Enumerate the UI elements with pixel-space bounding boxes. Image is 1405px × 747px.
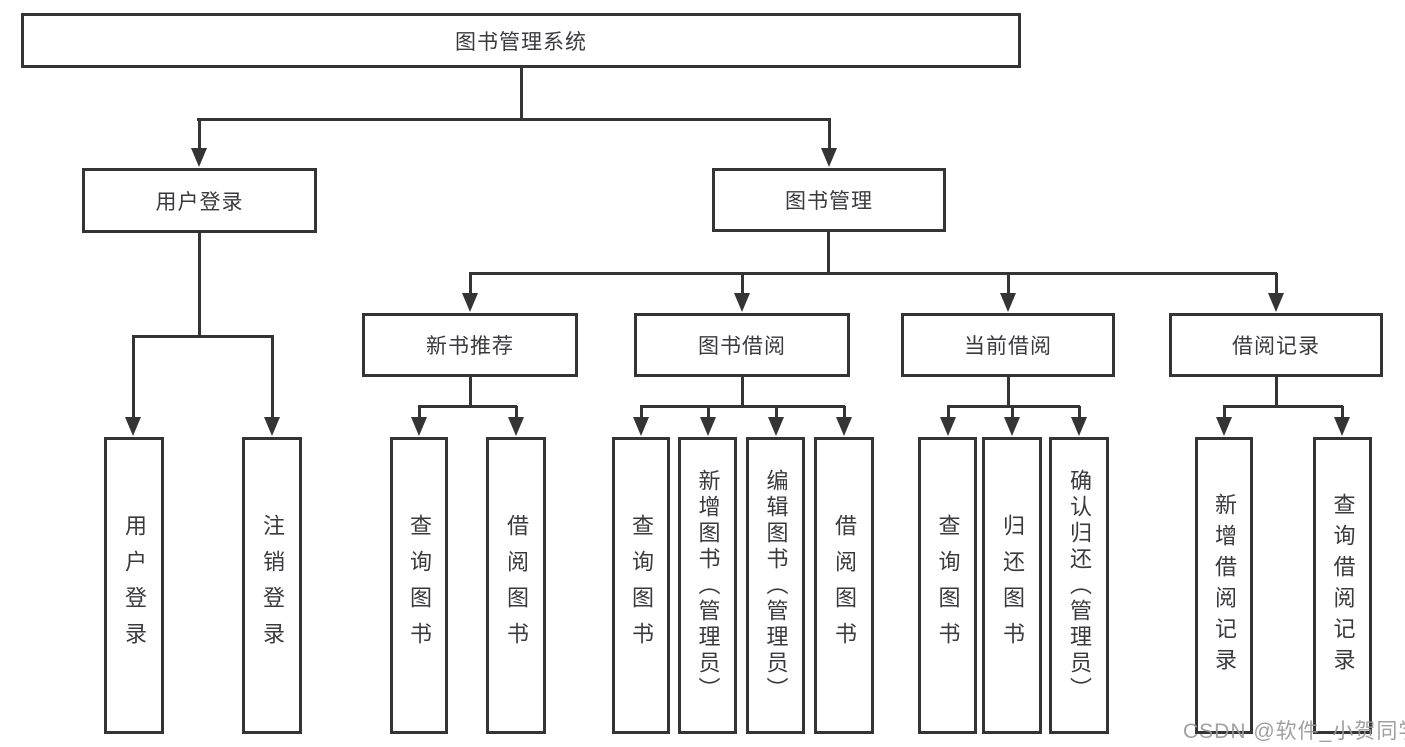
arrowhead-down-icon — [700, 417, 716, 436]
connector-line — [1078, 406, 1081, 418]
leaf-label: 查询图书 — [629, 513, 654, 658]
arrowhead-down-icon — [836, 417, 852, 436]
connector-line — [198, 119, 201, 149]
leaf-label: 查询图书 — [935, 513, 961, 658]
connector-line — [469, 376, 472, 406]
node-book-mgmt-label: 图书管理 — [785, 190, 873, 213]
node-user-login-label: 用户登录 — [155, 190, 244, 214]
arrowhead-down-icon — [125, 417, 141, 436]
arrowhead-down-icon — [821, 148, 837, 167]
node-current-borrow-label: 当前借阅 — [964, 335, 1052, 358]
connector-line — [640, 405, 845, 408]
arrowhead-down-icon — [940, 417, 956, 436]
leaf-borrow-add-book-admin: 新增图书（管理员） — [678, 437, 737, 734]
leaf-records-query-record: 查询借阅记录 — [1313, 437, 1372, 734]
connector-line — [775, 406, 778, 418]
leaf-label: 注销登录 — [260, 513, 285, 658]
node-user-login: 用户登录 — [82, 168, 317, 233]
leaf-label: 查询图书 — [407, 513, 432, 658]
leaf-borrow-borrow-book: 借阅图书 — [814, 437, 874, 734]
arrowhead-down-icon — [734, 293, 750, 312]
arrowhead-down-icon — [191, 148, 207, 167]
leaf-records-add-record: 新增借阅记录 — [1195, 437, 1253, 734]
connector-line — [1007, 376, 1010, 406]
arrowhead-down-icon — [1268, 293, 1284, 312]
arrowhead-down-icon — [1000, 293, 1016, 312]
leaf-label: 查询借阅记录 — [1330, 492, 1356, 679]
leaf-label: 用户登录 — [122, 513, 147, 658]
leaf-label: 借阅图书 — [504, 513, 529, 658]
node-root: 图书管理系统 — [21, 13, 1021, 68]
leaf-label: 借阅图书 — [832, 513, 857, 658]
arrowhead-down-icon — [1071, 417, 1087, 436]
leaf-borrow-query-book: 查询图书 — [612, 437, 670, 734]
connector-line — [132, 335, 274, 338]
connector-line — [469, 273, 472, 294]
connector-line — [198, 232, 201, 336]
connector-line — [197, 118, 831, 121]
arrowhead-down-icon — [264, 417, 280, 436]
node-book-borrow: 图书借阅 — [634, 313, 850, 377]
connector-line — [828, 119, 831, 149]
arrowhead-down-icon — [462, 293, 478, 312]
connector-line — [707, 406, 710, 418]
arrowhead-down-icon — [1334, 417, 1350, 436]
leaf-label: 归还图书 — [1000, 513, 1025, 658]
connector-line — [947, 406, 950, 418]
connector-line — [1223, 406, 1226, 418]
connector-line — [1011, 406, 1014, 418]
arrowhead-down-icon — [768, 417, 784, 436]
connector-line — [1007, 273, 1010, 294]
connector-line — [741, 273, 744, 294]
connector-line — [843, 406, 846, 418]
arrowhead-down-icon — [1004, 417, 1020, 436]
node-book-borrow-label: 图书借阅 — [698, 335, 786, 358]
leaf-label: 新增借阅记录 — [1212, 492, 1237, 679]
node-new-books-label: 新书推荐 — [426, 335, 514, 358]
connector-line — [515, 406, 518, 418]
node-current-borrow: 当前借阅 — [901, 313, 1115, 377]
arrowhead-down-icon — [411, 417, 427, 436]
connector-line — [132, 336, 135, 418]
connector-line — [1223, 405, 1343, 408]
connector-line — [520, 68, 523, 119]
connector-line — [1341, 406, 1344, 418]
node-borrow-records-label: 借阅记录 — [1232, 335, 1320, 358]
connector-line — [418, 406, 421, 418]
connector-line — [418, 405, 517, 408]
leaf-current-query-book: 查询图书 — [918, 437, 977, 734]
node-borrow-records: 借阅记录 — [1169, 313, 1383, 377]
leaf-label: 确认归还（管理员） — [1067, 468, 1092, 703]
node-new-books: 新书推荐 — [362, 313, 578, 377]
connector-line — [271, 336, 274, 418]
leaf-user-login-action: 用户登录 — [104, 437, 164, 734]
connector-line — [1275, 273, 1278, 294]
connector-line — [827, 231, 830, 273]
connector-line — [741, 376, 744, 406]
leaf-newbooks-query-book: 查询图书 — [390, 437, 448, 734]
leaf-borrow-edit-book-admin: 编辑图书（管理员） — [746, 437, 805, 734]
arrowhead-down-icon — [1216, 417, 1232, 436]
connector-line — [469, 272, 1277, 275]
arrowhead-down-icon — [508, 417, 524, 436]
node-root-label: 图书管理系统 — [455, 30, 587, 54]
arrowhead-down-icon — [633, 417, 649, 436]
node-book-mgmt: 图书管理 — [712, 168, 946, 232]
connector-line — [640, 406, 643, 418]
leaf-newbooks-borrow-book: 借阅图书 — [486, 437, 546, 734]
connector-line — [1275, 376, 1278, 406]
leaf-current-return-book: 归还图书 — [982, 437, 1042, 734]
leaf-current-confirm-return-admin: 确认归还（管理员） — [1049, 437, 1109, 734]
leaf-logout-action: 注销登录 — [242, 437, 302, 734]
leaf-label: 编辑图书（管理员） — [763, 468, 789, 703]
leaf-label: 新增图书（管理员） — [695, 468, 721, 703]
